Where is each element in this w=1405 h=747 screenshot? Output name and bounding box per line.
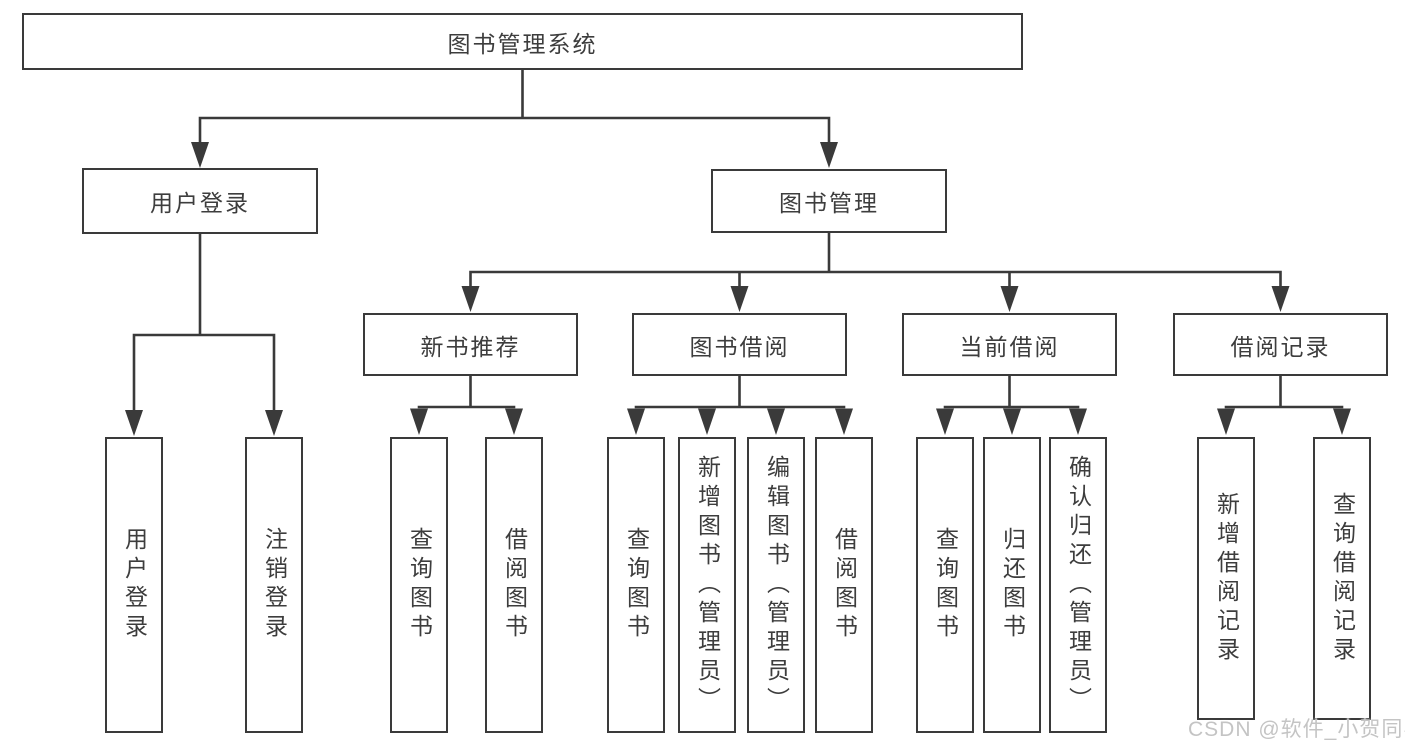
node-leaf-query-books-1: 查询图书 (390, 437, 448, 733)
node-leaf-confirm-return-admin: 确认归还（管理员） (1049, 437, 1107, 733)
node-current-borrow: 当前借阅 (902, 313, 1117, 376)
arrow-down-icon (191, 142, 209, 168)
arrow-down-icon (835, 408, 853, 435)
arrow-down-icon (1271, 286, 1290, 312)
arrow-down-icon (767, 408, 785, 435)
node-leaf-add-books-admin: 新增图书（管理员） (678, 437, 736, 733)
node-leaf-add-borrow-record: 新增借阅记录 (1197, 437, 1255, 720)
arrow-down-icon (125, 410, 143, 436)
arrow-down-icon (461, 286, 480, 312)
connector-current-borrow-to-leaves (936, 375, 1087, 435)
arrow-down-icon (936, 408, 954, 435)
connector-borrow-records-to-leaves (1217, 375, 1351, 435)
node-leaf-edit-books-admin: 编辑图书（管理员） (747, 437, 805, 733)
node-library-management-system: 图书管理系统 (22, 13, 1023, 70)
arrow-down-icon (265, 410, 283, 436)
node-new-book-recommend: 新书推荐 (363, 313, 578, 376)
node-user-login: 用户登录 (82, 168, 318, 234)
arrow-down-icon (1000, 286, 1019, 312)
connector-user-login-to-leaves (125, 233, 283, 436)
connector-book-borrow-to-leaves (627, 375, 853, 435)
node-leaf-user-login: 用户登录 (105, 437, 163, 733)
arrow-down-icon (698, 408, 716, 435)
arrow-down-icon (1333, 408, 1351, 435)
node-leaf-borrow-books-2: 借阅图书 (815, 437, 873, 733)
node-leaf-logout: 注销登录 (245, 437, 303, 733)
arrow-down-icon (627, 408, 645, 435)
arrow-down-icon (730, 286, 749, 312)
node-book-management: 图书管理 (711, 169, 947, 233)
arrow-down-icon (505, 408, 523, 435)
node-leaf-query-borrow-record: 查询借阅记录 (1313, 437, 1371, 720)
csdn-watermark: CSDN @软件_小贺同学 (1188, 718, 1405, 741)
connector-new-book-recommend-to-leaves (410, 375, 523, 435)
arrow-down-icon (820, 142, 838, 168)
arrow-down-icon (1003, 408, 1021, 435)
node-book-borrow: 图书借阅 (632, 313, 847, 376)
arrow-down-icon (1217, 408, 1235, 435)
connector-root-to-level1 (191, 70, 838, 168)
node-leaf-query-books-2: 查询图书 (607, 437, 665, 733)
arrow-down-icon (410, 408, 428, 435)
node-borrow-records: 借阅记录 (1173, 313, 1388, 376)
arrow-down-icon (1069, 408, 1087, 435)
node-leaf-borrow-books-1: 借阅图书 (485, 437, 543, 733)
connector-book-management-to-level2 (461, 232, 1290, 312)
node-leaf-query-books-3: 查询图书 (916, 437, 974, 733)
node-leaf-return-books: 归还图书 (983, 437, 1041, 733)
